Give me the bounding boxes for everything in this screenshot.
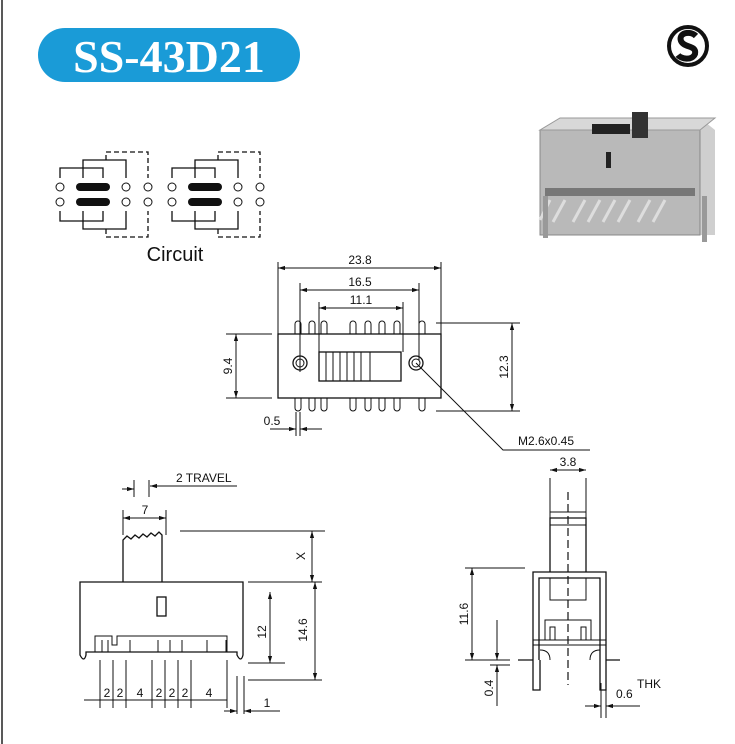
dim-pitch: 4	[137, 686, 144, 700]
dim-travel: 2 TRAVEL	[176, 471, 232, 485]
dim-1: 1	[264, 696, 271, 710]
dim-0-5: 0.5	[264, 414, 281, 428]
front-view-drawing: 3.8 11.6 0.4 0.6 THK	[457, 455, 661, 718]
brand-logo-icon	[667, 25, 709, 67]
dim-pitch: 2	[117, 686, 124, 700]
dim-pitch: 4	[206, 686, 213, 700]
dim-9-4: 9.4	[221, 357, 235, 374]
top-view-drawing: 23.8 16.5 11.1 9.4 12.3 0.5 M2.6x0.45	[221, 253, 590, 451]
dim-11-6: 11.6	[457, 602, 471, 625]
dim-23-8: 23.8	[348, 253, 372, 267]
dim-thk-suffix: THK	[637, 677, 661, 691]
part-number: SS-43D21	[73, 31, 265, 82]
dim-3-8: 3.8	[560, 455, 577, 469]
dim-14-6: 14.6	[296, 618, 310, 642]
dim-0-4: 0.4	[482, 679, 496, 696]
dim-16-5: 16.5	[348, 275, 372, 289]
dim-0-6: 0.6	[616, 687, 633, 701]
part-number-badge: SS-43D21	[38, 28, 300, 82]
dim-pitch: 2	[156, 686, 163, 700]
dim-11-1: 11.1	[350, 293, 373, 307]
circuit-label: Circuit	[147, 244, 204, 266]
dim-7: 7	[142, 503, 149, 517]
dim-pitch: 2	[104, 686, 111, 700]
screw-callout: M2.6x0.45	[518, 434, 574, 448]
dim-pitch: 2	[182, 686, 189, 700]
dim-12-3: 12.3	[497, 355, 511, 379]
circuit-diagram: Circuit	[55, 151, 265, 266]
dim-12: 12	[255, 625, 269, 639]
dim-pitch: 2	[169, 686, 176, 700]
product-photo	[538, 112, 717, 242]
dim-x: X	[294, 552, 308, 560]
side-view-drawing: 2 TRAVEL 7 X 12 14.6 2 2 4 2 2 2 4 1	[79, 471, 325, 714]
